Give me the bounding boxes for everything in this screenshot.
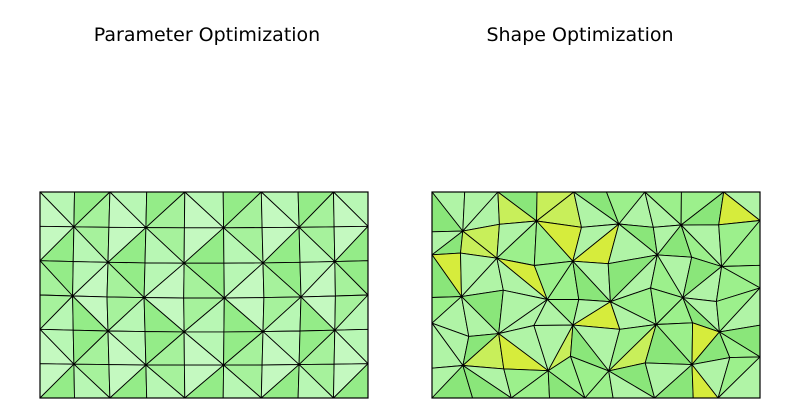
mesh-border (431, 191, 761, 399)
panel-title-shape-optimization: Shape Optimization (486, 24, 674, 46)
shape-optimization-mesh (431, 191, 761, 399)
parameter-optimization-mesh (39, 191, 369, 399)
panel-title-parameter-optimization: Parameter Optimization (93, 24, 321, 46)
mesh-border (39, 191, 369, 399)
